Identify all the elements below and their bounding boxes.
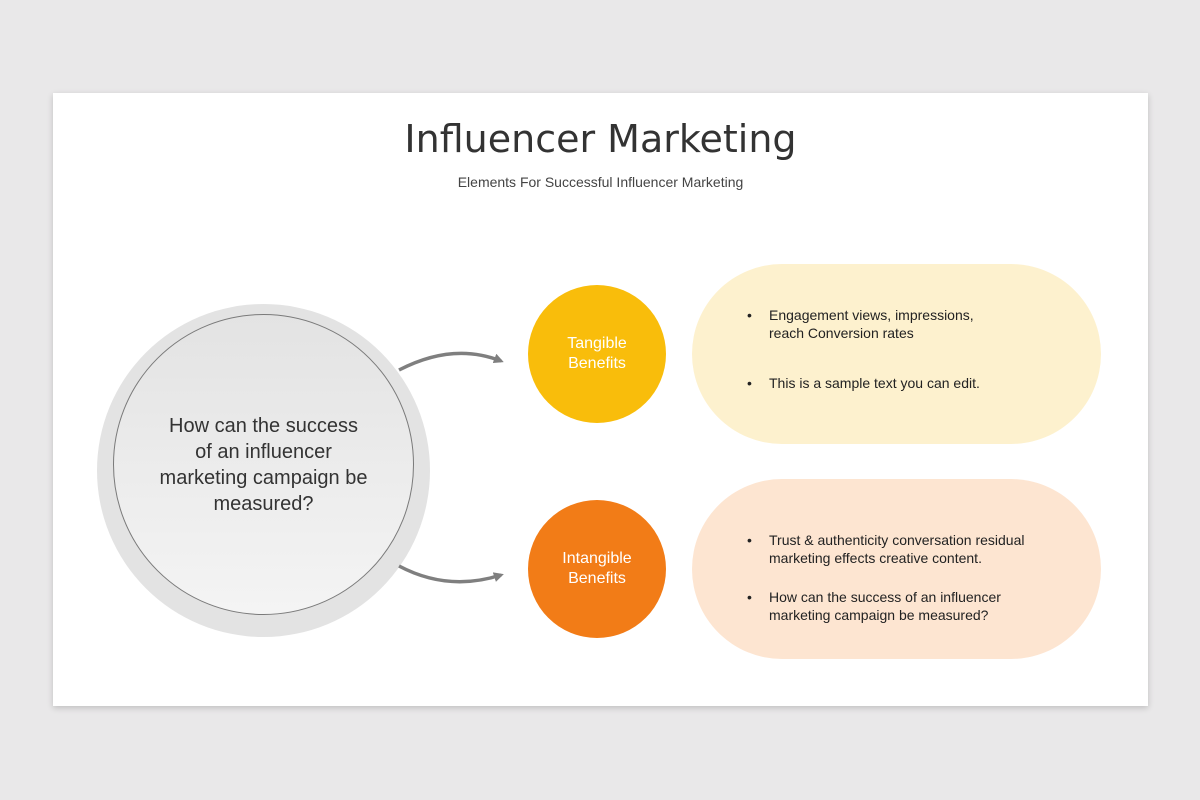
bullet-text: Engagement views, impressions, reach Con… xyxy=(769,307,974,341)
tangible-benefits-circle: Tangible Benefits xyxy=(528,285,666,423)
connector-arrows xyxy=(398,351,504,584)
intangible-benefits-circle: Intangible Benefits xyxy=(528,500,666,638)
tangible-benefits-panel: • Engagement views, impressions, reach C… xyxy=(692,264,1101,444)
bullet-text: How can the success of an influencer mar… xyxy=(769,589,1001,623)
intangible-bullet-list: • Trust & authenticity conversation resi… xyxy=(747,531,1047,624)
bullet-text: This is a sample text you can edit. xyxy=(769,375,980,391)
bullet-symbol: • xyxy=(747,589,752,605)
bullet-text: Trust & authenticity conversation residu… xyxy=(769,532,1025,566)
slide-title: Influencer Marketing xyxy=(404,117,797,161)
list-item: • Trust & authenticity conversation resi… xyxy=(747,531,1047,567)
intangible-benefits-label: Intangible Benefits xyxy=(562,550,632,587)
list-item: • This is a sample text you can edit. xyxy=(747,374,997,392)
slide: Influencer Marketing Elements For Succes… xyxy=(53,93,1148,706)
tangible-bullet-list: • Engagement views, impressions, reach C… xyxy=(747,306,997,392)
question-circle: How can the success of an influencer mar… xyxy=(113,314,414,615)
arrow-to-tangible xyxy=(398,351,504,372)
list-item: • Engagement views, impressions, reach C… xyxy=(747,306,997,342)
question-text: How can the success of an influencer mar… xyxy=(159,414,368,515)
bullet-symbol: • xyxy=(747,532,752,548)
slide-subtitle: Elements For Successful Influencer Marke… xyxy=(457,174,744,190)
tangible-benefits-label: Tangible Benefits xyxy=(567,335,627,372)
bullet-symbol: • xyxy=(747,307,752,323)
bullet-symbol: • xyxy=(747,375,752,391)
arrow-to-intangible xyxy=(398,564,504,584)
intangible-benefits-panel: • Trust & authenticity conversation resi… xyxy=(692,479,1101,659)
list-item: • How can the success of an influencer m… xyxy=(747,588,1047,624)
